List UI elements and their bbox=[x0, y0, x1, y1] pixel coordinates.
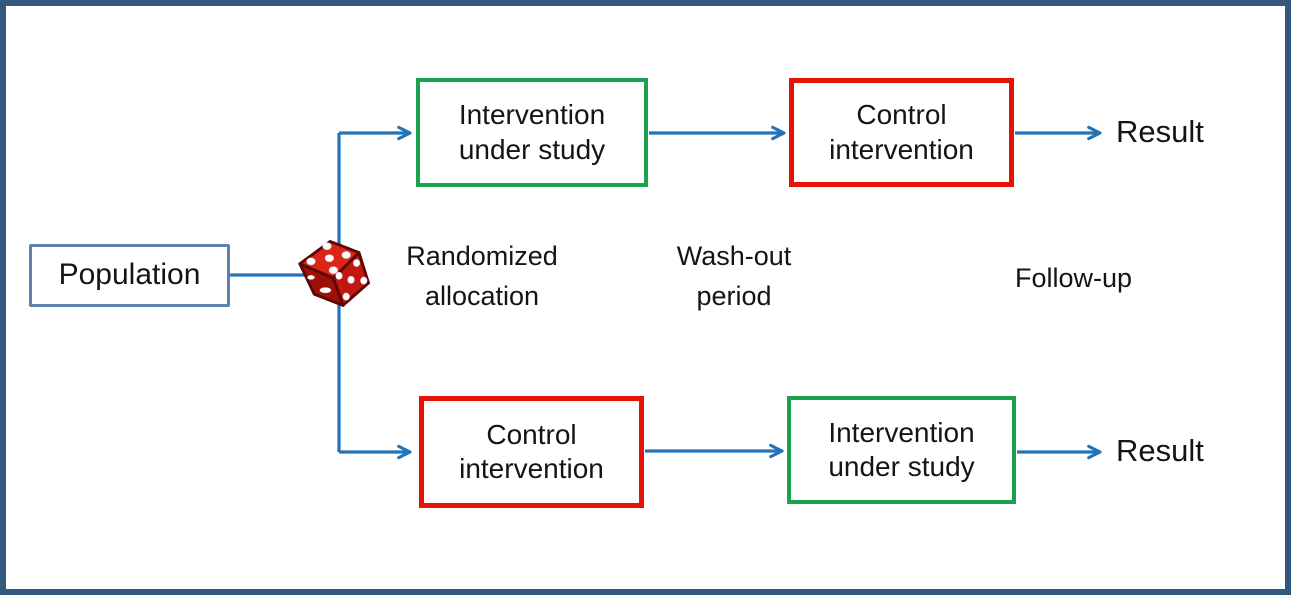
washout-period-label: Wash-out period bbox=[676, 241, 792, 311]
top-intervention-label: Intervention under study bbox=[458, 99, 606, 165]
top-control-box: Control intervention bbox=[789, 78, 1014, 187]
randomized-allocation-label: Randomized allocation bbox=[406, 241, 558, 311]
population-label: Population bbox=[58, 258, 201, 292]
population-box: Population bbox=[29, 244, 230, 307]
bottom-result-label: Result bbox=[1116, 433, 1204, 468]
dice-icon bbox=[298, 240, 371, 307]
top-result-label: Result bbox=[1116, 114, 1204, 149]
followup-label: Follow-up bbox=[1014, 263, 1133, 293]
bottom-control-label: Control intervention bbox=[459, 418, 604, 484]
top-intervention-box: Intervention under study bbox=[416, 78, 648, 187]
bottom-intervention-box: Intervention under study bbox=[787, 396, 1016, 504]
top-control-label: Control intervention bbox=[829, 99, 974, 165]
bottom-control-box: Control intervention bbox=[419, 396, 644, 508]
bottom-intervention-label: Intervention under study bbox=[828, 416, 975, 482]
